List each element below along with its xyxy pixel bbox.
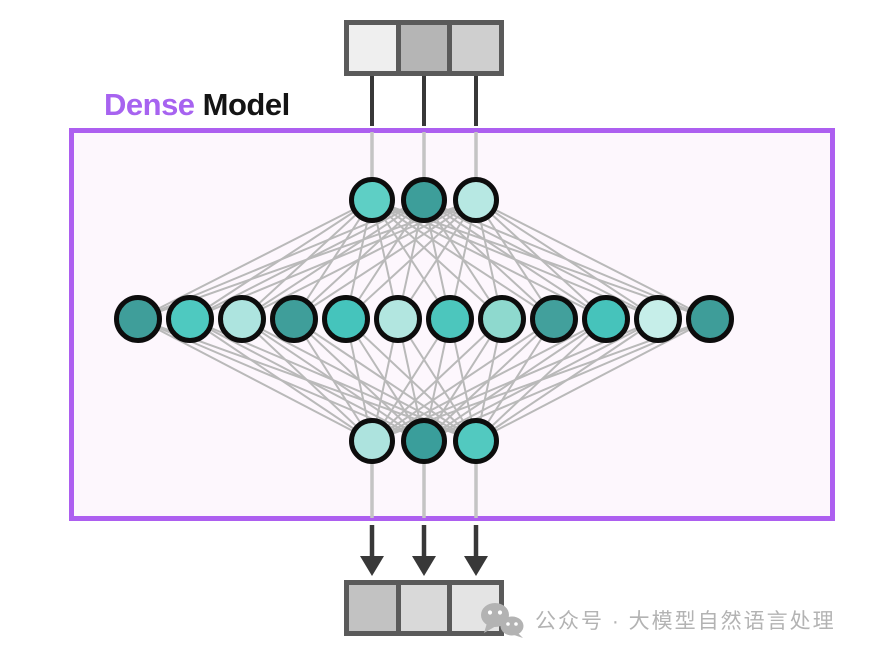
edge-hidden-output [475,318,659,442]
title-model: Model [202,87,291,122]
output-arrow-head [360,556,384,576]
edge-hidden-output [345,318,477,442]
edge-hidden-output [475,318,711,442]
watermark: 公众号 · 大模型自然语言处理 [480,602,836,638]
output-token-box [344,580,504,636]
output-arrow-head [464,556,488,576]
edge-hidden-output [241,318,477,442]
edge-hidden-output [137,318,373,442]
output-node [453,418,499,464]
input-token-box [344,20,504,76]
watermark-text: 公众号 · 大模型自然语言处理 [535,610,836,633]
edge-hidden-output [475,318,607,442]
token-cell [452,25,500,71]
wechat-icon [481,603,524,638]
edge-hidden-output [475,318,555,442]
hidden-node [530,295,578,343]
hidden-node [686,295,734,343]
token-cell [400,25,448,71]
edge-input-hidden [475,199,607,320]
hidden-node [322,295,370,343]
edge-hidden-output [293,318,477,442]
hidden-node [478,295,526,343]
token-cell [349,25,396,71]
title-dense: Dense [104,87,195,122]
hidden-node [374,295,422,343]
edge-input-hidden [293,199,477,320]
token-cell [400,585,448,631]
hidden-node [114,295,162,343]
hidden-node [582,295,630,343]
edge-input-hidden [345,199,477,320]
edge-hidden-output [397,318,477,442]
hidden-node [270,295,318,343]
token-cell [349,585,396,631]
input-node [349,177,395,223]
output-node [349,418,395,464]
input-node [401,177,447,223]
output-node [401,418,447,464]
hidden-node [218,295,266,343]
hidden-node [426,295,474,343]
input-node [453,177,499,223]
edge-input-hidden [475,199,659,320]
hidden-node [166,295,214,343]
diagram-title: Dense Model [104,87,290,123]
output-arrow-head [412,556,436,576]
hidden-node [634,295,682,343]
